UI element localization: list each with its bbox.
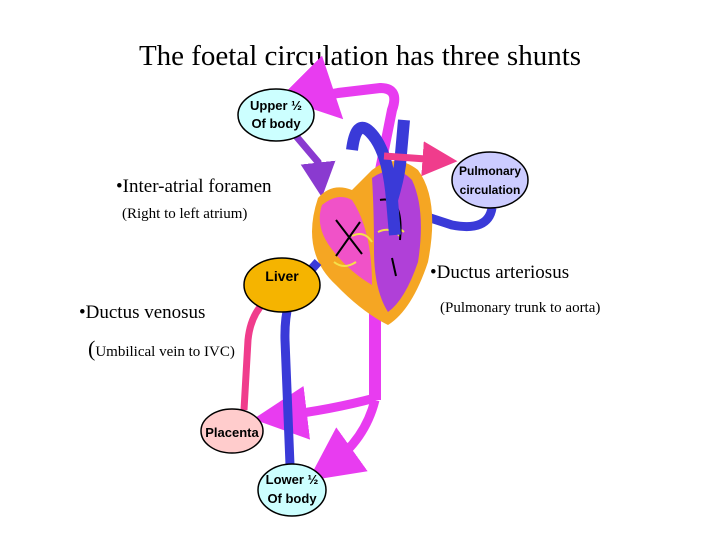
- aorta-to-lower-body-vessel: [308, 398, 380, 481]
- heart-flow-arrow: [335, 198, 402, 277]
- lower-body-label-line2: Of body: [267, 491, 317, 506]
- arrow-to-pulmonary-circulation: [383, 141, 458, 177]
- placenta-label: Placenta: [205, 425, 259, 440]
- venosus-shunt-desc: (Umbilical vein to IVC): [88, 336, 235, 362]
- pulmonary-label-line2: circulation: [460, 183, 521, 197]
- upper-body-label-line1: Upper ½: [250, 98, 302, 113]
- heart-shape: [312, 161, 433, 325]
- pulmonary-label-line1: Pulmonary: [459, 164, 521, 178]
- pulmonary-venous-return-vessel: [410, 206, 497, 232]
- page-title: The foetal circulation has three shunts: [138, 40, 582, 72]
- venosus-desc-rest: Umbilical vein to IVC): [95, 344, 235, 360]
- lower-body-node: Lower ½ Of body: [257, 463, 327, 517]
- upper-body-label-line2: Of body: [251, 116, 301, 131]
- pulmonary-trunk-vessel: [346, 121, 401, 236]
- arteriosus-shunt-name: •Ductus arteriosus: [430, 262, 570, 283]
- placenta-node: Placenta: [200, 408, 264, 454]
- upper-body-node: Upper ½ Of body: [237, 88, 315, 142]
- liver-node: Liver: [243, 257, 321, 313]
- superior-vena-cava-vessel: [293, 133, 336, 198]
- arteriosus-shunt-desc: (Pulmonary trunk to aorta): [440, 300, 601, 316]
- ductus-arteriosus-vessel: [386, 119, 410, 202]
- lower-body-label-line1: Lower ½: [266, 472, 319, 487]
- pulmonary-circulation-node: Pulmonary circulation: [451, 151, 529, 209]
- venosus-shunt-name: •Ductus venosus: [79, 302, 206, 323]
- valve-line: [333, 224, 405, 267]
- venosus-desc-paren: (: [88, 336, 96, 361]
- aorta-to-placenta-vessel: [253, 385, 377, 440]
- foramen-shunt-desc: (Right to left atrium): [122, 206, 248, 222]
- aortic-arch-to-upper-body-vessel: [279, 55, 400, 171]
- foramen-shunt-name: •Inter-atrial foramen: [116, 176, 272, 197]
- liver-label: Liver: [265, 268, 299, 284]
- left-heart-chamber: [372, 170, 421, 312]
